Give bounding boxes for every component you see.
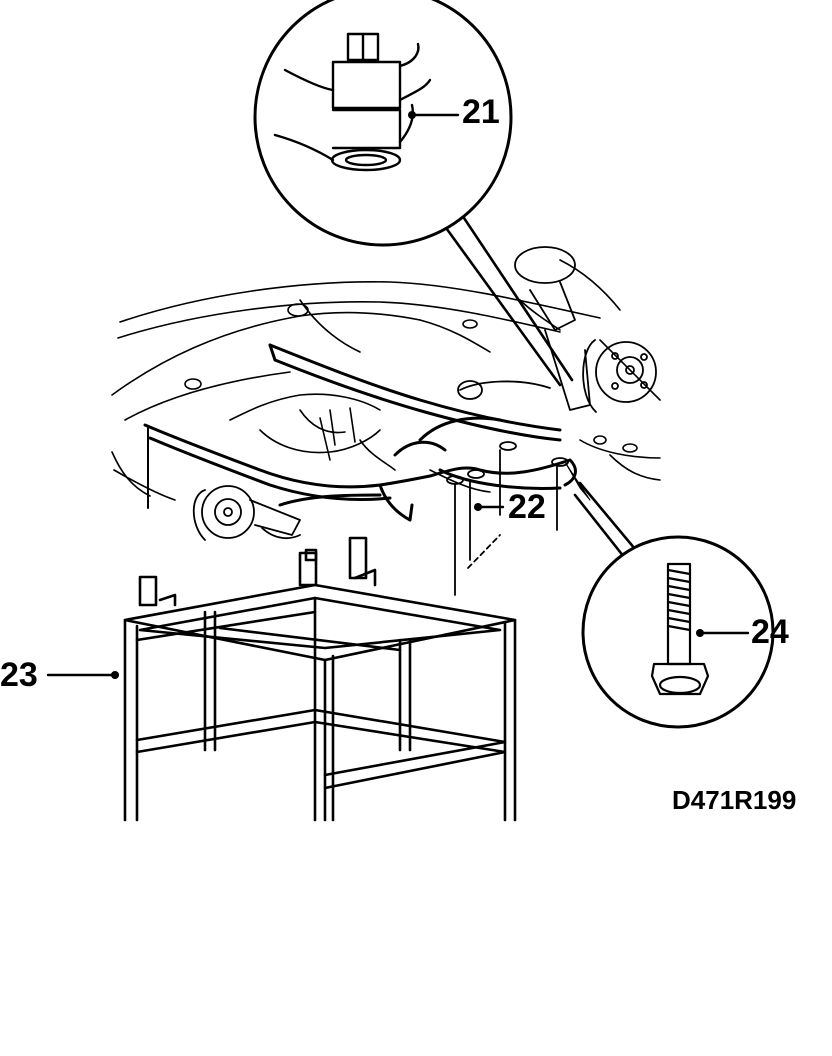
- support-fixture: [123, 536, 517, 822]
- left-wheel-hub: [192, 485, 301, 541]
- callout-23: 23: [0, 656, 38, 694]
- subframe: [143, 343, 577, 522]
- right-wheel-hub: [457, 246, 657, 413]
- callout-21: 21: [462, 93, 500, 131]
- callout-24: 24: [751, 613, 789, 651]
- leader-22: [474, 503, 505, 511]
- figure-reference-code: D471R199: [672, 785, 797, 815]
- alignment-guides: [454, 449, 558, 596]
- callout-22: 22: [508, 488, 546, 526]
- bolt-detail-circle: [564, 461, 775, 729]
- subframe-bolt-holes: [446, 441, 569, 485]
- leader-23: [46, 671, 119, 679]
- vehicle-underbody: [111, 259, 661, 509]
- bushing-detail-circle: [253, 0, 574, 387]
